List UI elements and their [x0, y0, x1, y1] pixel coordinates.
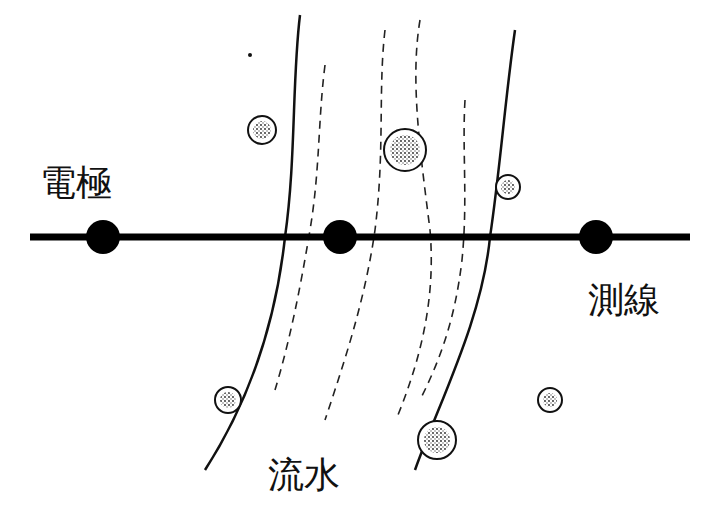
- stream-label: 流水: [268, 455, 340, 495]
- stream-bank: [415, 30, 515, 470]
- electrodes: [86, 220, 613, 254]
- pebbles: [215, 116, 562, 459]
- stream-bank: [205, 15, 300, 470]
- survey-line-label: 測線: [588, 280, 660, 320]
- flow-lines: [275, 20, 465, 420]
- electrode-label: 電極: [40, 163, 112, 203]
